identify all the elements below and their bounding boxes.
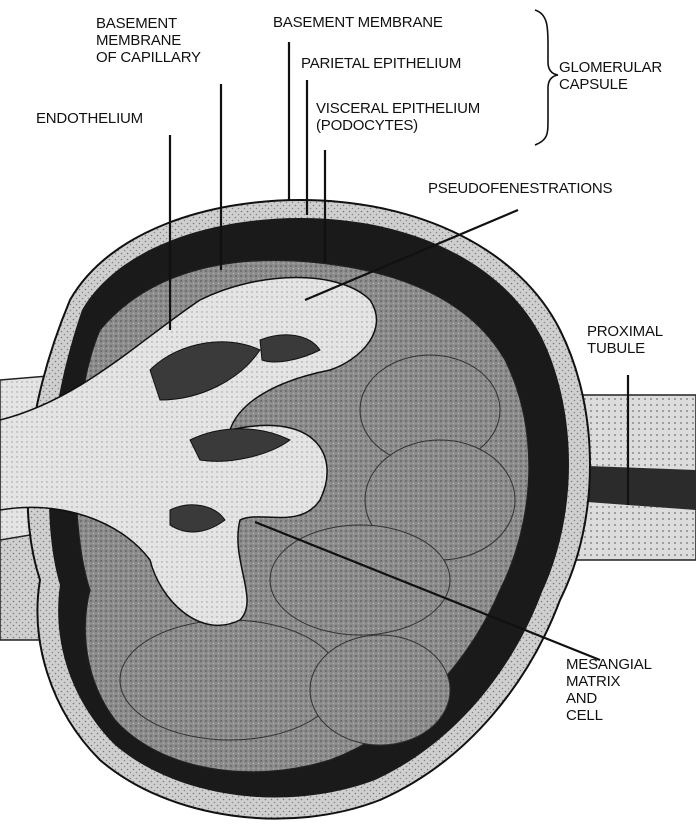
label-glomerular-capsule: GLOMERULAR CAPSULE (559, 59, 662, 93)
label-mesangial-matrix-and-cell: MESANGIAL MATRIX AND CELL (566, 656, 652, 724)
label-endothelium: ENDOTHELIUM (36, 110, 143, 127)
label-visceral-epithelium: VISCERAL EPITHELIUM (PODOCYTES) (316, 100, 480, 134)
label-basement-membrane-of-capillary: BASEMENT MEMBRANE OF CAPILLARY (96, 15, 201, 66)
label-pseudofenestrations: PSEUDOFENESTRATIONS (428, 180, 612, 197)
label-basement-membrane: BASEMENT MEMBRANE (273, 14, 443, 31)
label-proximal-tubule: PROXIMAL TUBULE (587, 323, 663, 357)
glomerular-capsule-bracket (535, 10, 558, 145)
label-parietal-epithelium: PARIETAL EPITHELIUM (301, 55, 461, 72)
